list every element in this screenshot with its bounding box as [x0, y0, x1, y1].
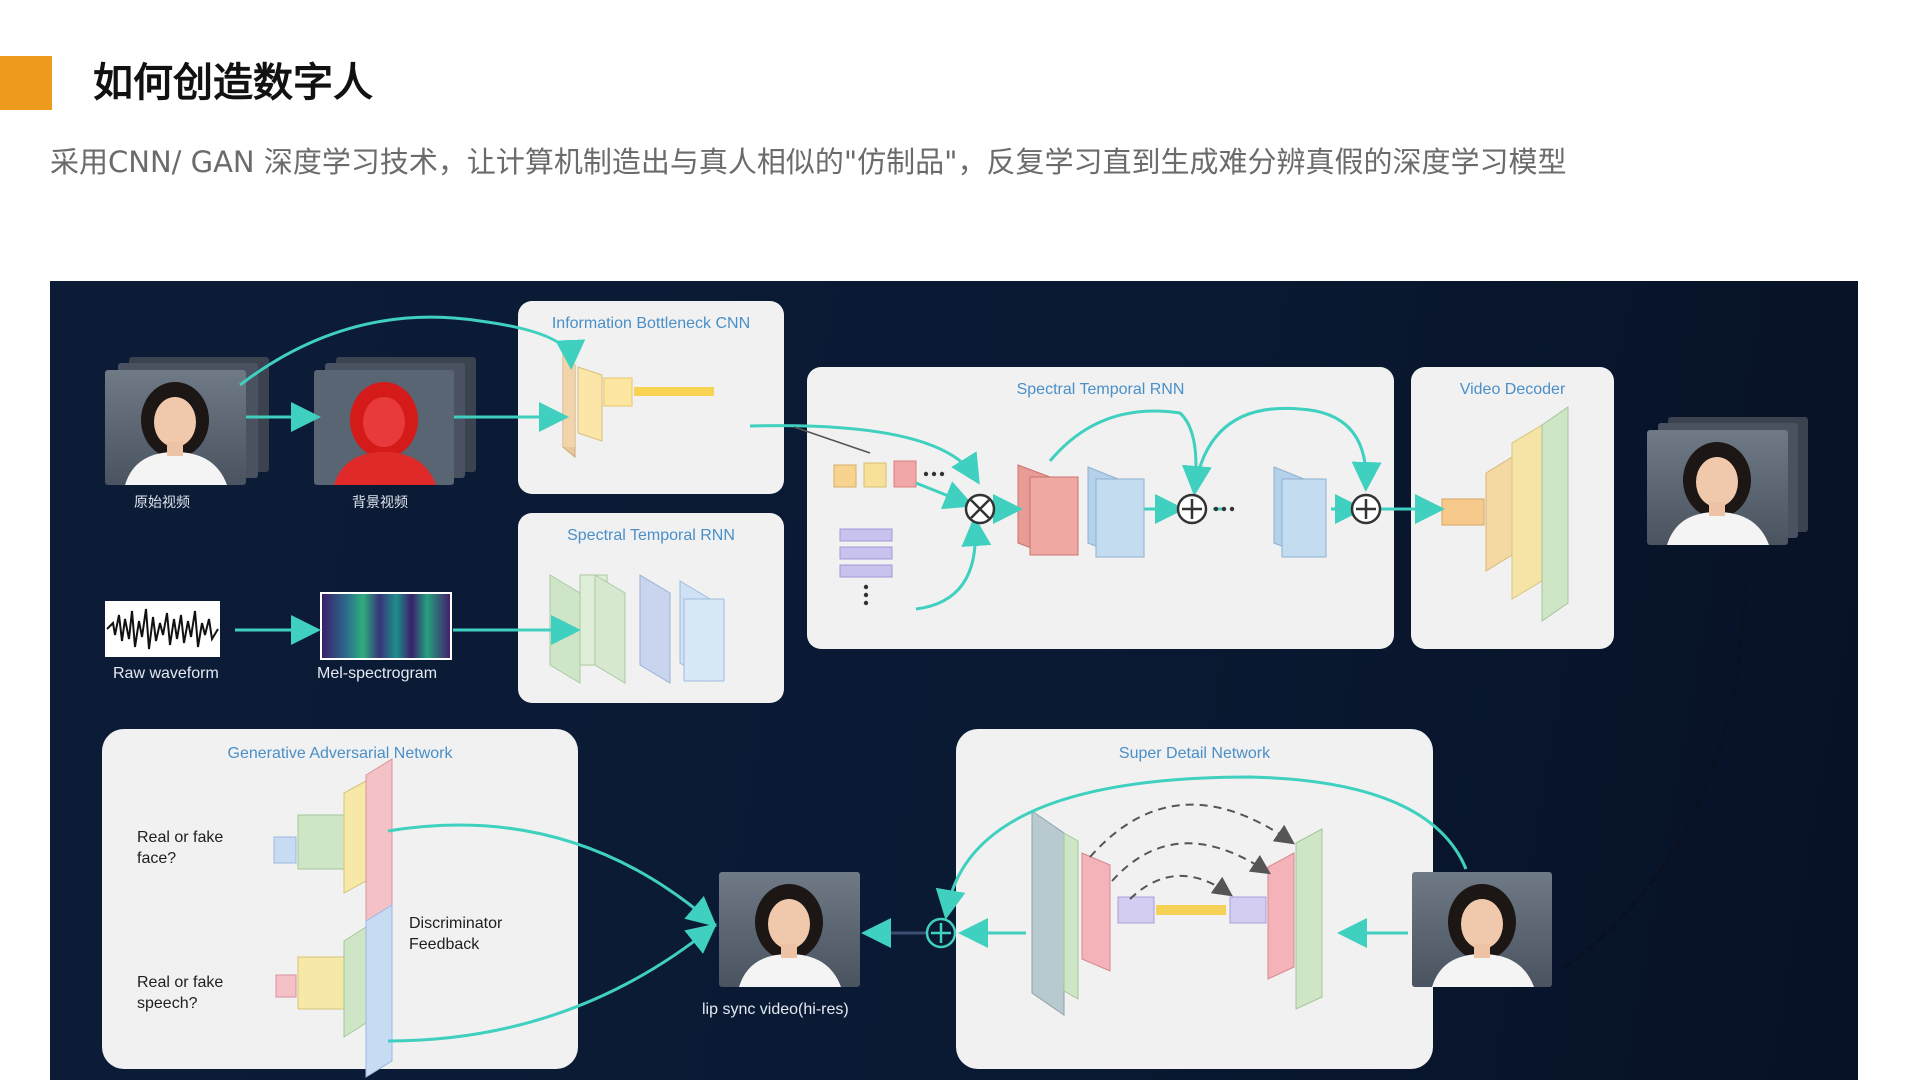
- flow-arrows: [235, 315, 1468, 1043]
- background-video-thumbnail: [314, 370, 454, 485]
- mel-spectrogram-label: Mel-spectrogram: [317, 665, 438, 682]
- connector-line: [793, 426, 871, 454]
- super-detail-unet-blocks: [1031, 803, 1323, 1016]
- ellipsis-dots: [863, 471, 1235, 606]
- raw-waveform-label: Raw waveform: [113, 665, 219, 682]
- add-operator: [1176, 493, 1208, 525]
- real-or-fake-speech-label: Real or fake speech?: [137, 974, 224, 1012]
- mel-spectrogram-image: [320, 592, 452, 660]
- person-portrait-icon: [1432, 884, 1534, 987]
- lip-sync-output-thumbnail: [719, 872, 860, 987]
- diagram-shapes-layer: [235, 315, 1747, 1078]
- rnn-small-blocks: [549, 574, 725, 684]
- real-or-fake-face-label: Real or fake face?: [137, 829, 224, 867]
- background-video-label: 背景视频: [352, 495, 408, 511]
- lip-sync-output-label: lip sync video(hi-res): [702, 1001, 849, 1018]
- panel-title-video-decoder: Video Decoder: [1459, 381, 1566, 398]
- panel-gan: Generative Adversarial Network: [102, 729, 578, 1069]
- person-portrait-icon: [739, 884, 841, 987]
- waveform-icon: [106, 608, 219, 650]
- panel-info-bottleneck-cnn: Information Bottleneck CNN: [518, 301, 784, 494]
- gan-speech-discriminator-blocks: [275, 904, 393, 1078]
- digital-human-pipeline-diagram: Information Bottleneck CNN Spectral Temp…: [50, 281, 1858, 1080]
- person-portrait-icon: [125, 382, 227, 485]
- add-operator: [925, 917, 957, 949]
- page-title: 如何创造数字人: [93, 60, 373, 106]
- decoded-video-thumbnail: [1647, 430, 1788, 545]
- cnn-encoder-blocks: [562, 353, 714, 459]
- person-portrait-icon: [1667, 442, 1769, 545]
- original-video-thumbnail: [105, 370, 246, 485]
- panel-title-super-detail: Super Detail Network: [1118, 745, 1271, 762]
- title-accent-bar: [0, 56, 52, 110]
- page-subtitle: 采用CNN/ GAN 深度学习技术，让计算机制造出与真人相似的"仿制品"，反复学…: [50, 145, 1567, 179]
- gan-face-discriminator-blocks: [273, 758, 393, 930]
- raw-waveform-image: [105, 601, 220, 657]
- red-mask-portrait-icon: [334, 382, 436, 485]
- decoder-to-super-detail-arrow: [1559, 580, 1747, 973]
- super-detail-input-thumbnail: [1412, 872, 1552, 987]
- add-operator: [1350, 493, 1382, 525]
- rnn-large-blocks: [833, 460, 1327, 578]
- panel-title-rnn-small: Spectral Temporal RNN: [567, 527, 735, 544]
- panel-title-info-bottleneck: Information Bottleneck CNN: [551, 315, 751, 332]
- original-video-label: 原始视频: [134, 495, 190, 511]
- panel-title-rnn-large: Spectral Temporal RNN: [1016, 381, 1185, 398]
- panel-title-gan: Generative Adversarial Network: [227, 745, 453, 762]
- video-decoder-blocks: [1441, 406, 1569, 622]
- discriminator-feedback-label: Discriminator Feedback: [409, 915, 503, 953]
- multiply-operator: [964, 493, 996, 525]
